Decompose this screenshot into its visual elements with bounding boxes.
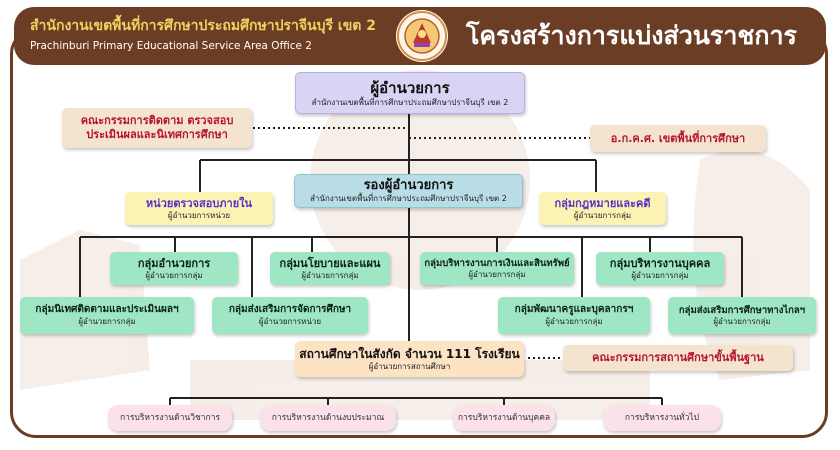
distance-group-subtitle: ผู้อำนวยการกลุ่ม <box>713 316 771 326</box>
school-admin-label: การบริหารงานด้านงบประมาณ <box>271 412 385 423</box>
monitoring-committee-line1: คณะกรรมการติดตาม ตรวจสอบ <box>80 114 234 128</box>
admin-group-box: กลุ่มอำนวยการ ผู้อำนวยการกลุ่ม <box>110 252 238 285</box>
distance-group-title: กลุ่มส่งเสริมการศึกษาทางไกลฯ <box>678 304 806 316</box>
office-name-english: Prachinburi Primary Educational Service … <box>30 40 312 52</box>
finance-group-title: กลุ่มบริหารงานการเงินและสินทรัพย์ <box>424 257 570 269</box>
promotion-group-title: กลุ่มส่งเสริมการจัดการศึกษา <box>228 304 352 316</box>
chart-title: โครงสร้างการแบ่งส่วนราชการ <box>466 21 797 50</box>
school-admin-item: การบริหารงานด้านวิชาการ <box>108 405 232 431</box>
teacher-dev-group-box: กลุ่มพัฒนาครูและบุคลากรฯ ผู้อำนวยการกลุ่… <box>498 297 650 334</box>
schools-subtitle: ผู้อำนวยการสถานศึกษา <box>368 361 451 371</box>
deputy-director-box: รองผู้อำนวยการ สำนักงานเขตพื้นที่การศึกษ… <box>294 174 523 208</box>
school-admin-item: การบริหารงานด้านงบประมาณ <box>260 405 396 431</box>
deputy-director-subtitle: สำนักงานเขตพื้นที่การศึกษาประถมศึกษาปราจ… <box>310 194 507 204</box>
personnel-group-box: กลุ่มบริหารงานบุคคล ผู้อำนวยการกลุ่ม <box>596 252 724 285</box>
monitoring-committee-line2: ประเมินผลและนิเทศการศึกษา <box>86 128 228 141</box>
teacher-dev-group-title: กลุ่มพัฒนาครูและบุคลากรฯ <box>514 304 634 316</box>
office-name-thai: สำนักงานเขตพื้นที่การศึกษาประถมศึกษาปราจ… <box>30 18 376 34</box>
school-admin-item: การบริหารงานด้านบุคคล <box>453 405 555 431</box>
legal-group-box: กลุ่มกฎหมายและคดี ผู้อำนวยการกลุ่ม <box>539 192 666 225</box>
supervision-group-subtitle: ผู้อำนวยการกลุ่ม <box>78 316 136 326</box>
director-subtitle: สำนักงานเขตพื้นที่การศึกษาประถมศึกษาปราจ… <box>311 97 509 107</box>
akks-committee-box: อ.ก.ค.ศ. เขตพื้นที่การศึกษา <box>590 125 766 152</box>
supervision-group-box: กลุ่มนิเทศติดตามและประเมินผลฯ ผู้อำนวยกา… <box>20 297 194 334</box>
supervision-group-title: กลุ่มนิเทศติดตามและประเมินผลฯ <box>35 304 179 316</box>
school-admin-label: การบริหารงานด้านวิชาการ <box>119 412 221 423</box>
school-admin-label: การบริหารงานด้านบุคคล <box>457 412 551 423</box>
school-admin-label: การบริหารงานทั่วไป <box>624 412 700 423</box>
personnel-group-subtitle: ผู้อำนวยการกลุ่ม <box>631 270 689 280</box>
school-board-box: คณะกรรมการสถานศึกษาขั้นพื้นฐาน <box>563 345 793 371</box>
schools-title: สถานศึกษาในสังกัด จำนวน 111 โรงเรียน <box>299 346 520 361</box>
internal-audit-title: หน่วยตรวจสอบภายใน <box>145 196 253 210</box>
header-banner: สำนักงานเขตพื้นที่การศึกษาประถมศึกษาปราจ… <box>14 7 826 65</box>
director-title: ผู้อำนวยการ <box>370 78 450 97</box>
policy-group-title: กลุ่มนโยบายและแผน <box>279 256 381 270</box>
finance-group-subtitle: ผู้อำนวยการกลุ่ม <box>468 269 526 279</box>
director-box: ผู้อำนวยการ สำนักงานเขตพื้นที่การศึกษาปร… <box>295 72 525 114</box>
school-admin-item: การบริหารงานทั่วไป <box>603 405 721 431</box>
deputy-director-title: รองผู้อำนวยการ <box>363 178 454 194</box>
schools-box: สถานศึกษาในสังกัด จำนวน 111 โรงเรียน ผู้… <box>295 341 524 377</box>
admin-group-title: กลุ่มอำนวยการ <box>137 256 211 270</box>
seal-icon <box>397 11 447 61</box>
legal-group-subtitle: ผู้อำนวยการกลุ่ม <box>573 210 632 220</box>
policy-group-box: กลุ่มนโยบายและแผน ผู้อำนวยการกลุ่ม <box>270 252 390 285</box>
promotion-group-subtitle: ผู้อำนวยการหน่วย <box>258 316 322 326</box>
akks-committee-title: อ.ก.ค.ศ. เขตพื้นที่การศึกษา <box>610 131 746 145</box>
finance-group-box: กลุ่มบริหารงานการเงินและสินทรัพย์ ผู้อำน… <box>420 252 574 285</box>
distance-group-box: กลุ่มส่งเสริมการศึกษาทางไกลฯ ผู้อำนวยการ… <box>668 297 816 334</box>
monitoring-committee-box: คณะกรรมการติดตาม ตรวจสอบ ประเมินผลและนิเ… <box>62 108 252 148</box>
personnel-group-title: กลุ่มบริหารงานบุคคล <box>609 256 711 270</box>
internal-audit-subtitle: ผู้อำนวยการหน่วย <box>167 210 231 220</box>
school-board-title: คณะกรรมการสถานศึกษาขั้นพื้นฐาน <box>592 351 764 365</box>
admin-group-subtitle: ผู้อำนวยการกลุ่ม <box>145 270 203 280</box>
promotion-group-box: กลุ่มส่งเสริมการจัดการศึกษา ผู้อำนวยการห… <box>212 297 368 334</box>
teacher-dev-group-subtitle: ผู้อำนวยการกลุ่ม <box>545 316 603 326</box>
legal-group-title: กลุ่มกฎหมายและคดี <box>554 196 651 210</box>
internal-audit-box: หน่วยตรวจสอบภายใน ผู้อำนวยการหน่วย <box>125 192 273 225</box>
policy-group-subtitle: ผู้อำนวยการกลุ่ม <box>301 270 359 280</box>
school-seal-logo <box>396 10 448 62</box>
